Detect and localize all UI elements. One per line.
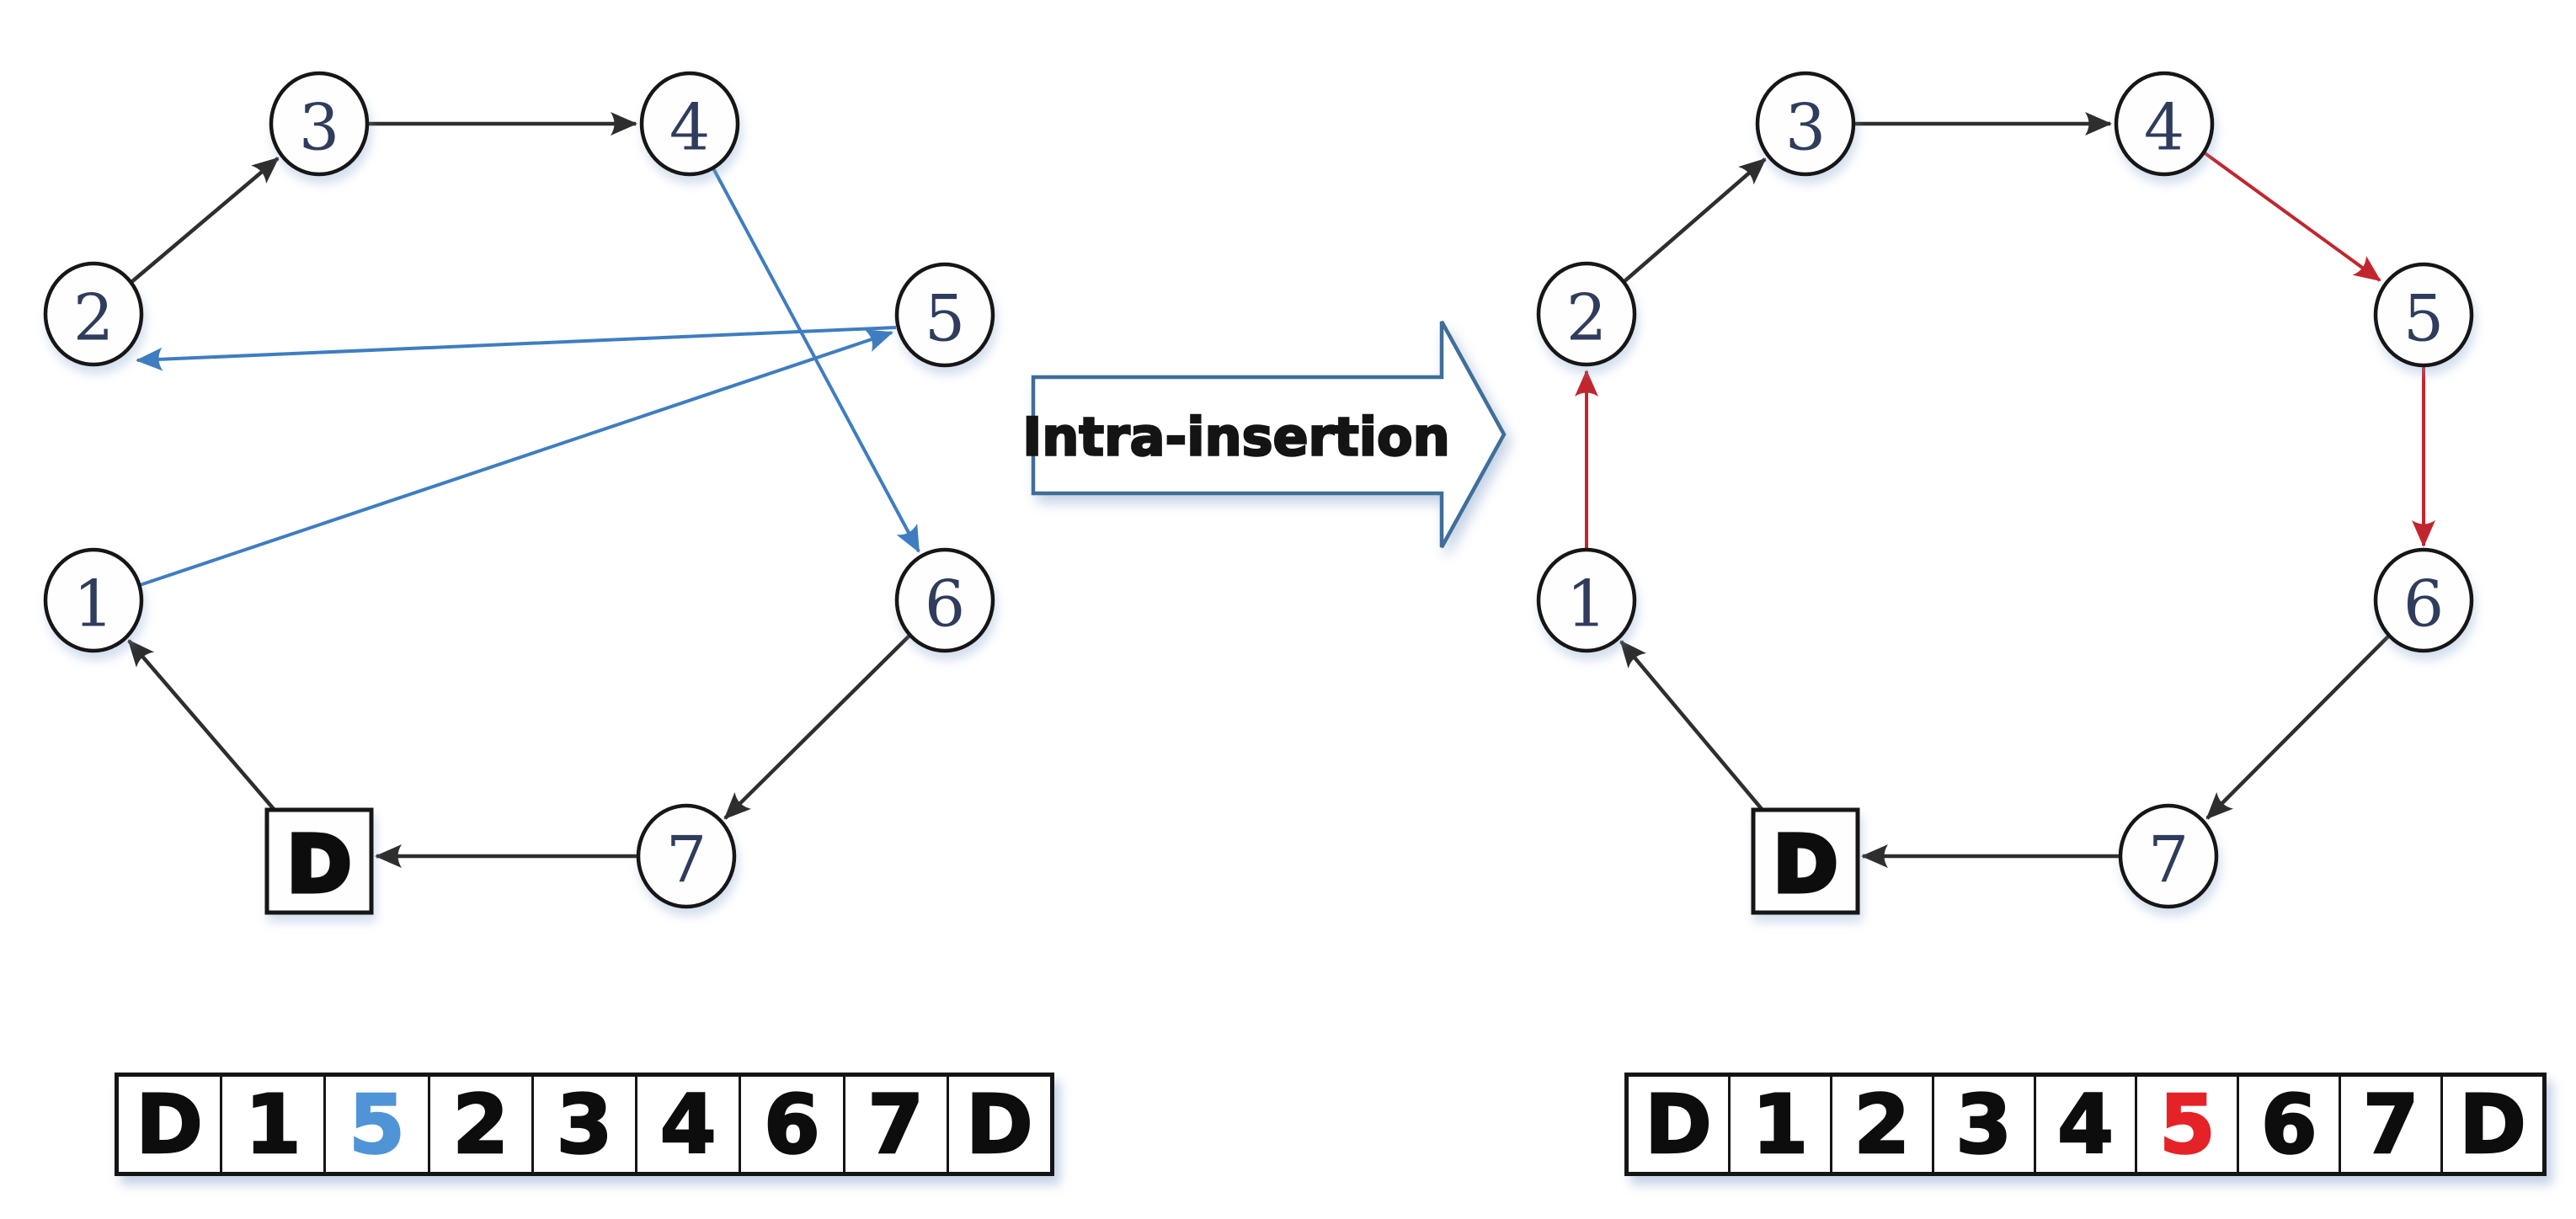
sequence-cell-4: 4 (2036, 1076, 2138, 1173)
node-number-label: 1 (1566, 567, 1607, 641)
node-number-label: 4 (2144, 90, 2184, 165)
edge-6-to-7-black (723, 633, 912, 820)
node-number-label: 2 (73, 280, 114, 355)
sequence-cell-5: 5 (2137, 1076, 2240, 1173)
sequence-cell-D: D (1629, 1076, 1731, 1173)
right-route-graph: 1 2 3 4 5 6 7 D (1536, 71, 2474, 915)
node-circle (269, 71, 370, 177)
node-circle (1755, 71, 1856, 177)
node-number-label: 5 (925, 281, 965, 356)
sequence-cell-3: 3 (1934, 1076, 2036, 1173)
edge-4-to-6-blue (711, 166, 920, 553)
intra-insertion-arrow: Intra-insertion (1021, 320, 1507, 549)
node-circle (894, 547, 995, 653)
node-number-label: 6 (2403, 567, 2444, 641)
edge-D-to-1-black (127, 639, 275, 811)
depot-box (1751, 807, 1860, 915)
node-number-label: 4 (669, 90, 710, 165)
sequence-cell-4: 4 (637, 1076, 742, 1173)
node-circle (1536, 261, 1637, 367)
node-number-label: 3 (299, 90, 339, 165)
edge-6-to-7-black (2205, 633, 2392, 820)
sequence-cell-D: D (2458, 1076, 2527, 1173)
node-number-label: 7 (666, 822, 707, 897)
node-D: D (264, 807, 374, 915)
left-route-graph: 1 2 3 4 5 6 7 D (43, 71, 995, 915)
node-3: 3 (1755, 71, 1856, 177)
sequence-cell-2: 2 (1832, 1076, 1934, 1173)
node-number-label: 2 (1566, 280, 1607, 355)
node-6: 6 (2373, 547, 2474, 653)
node-circle (2373, 547, 2474, 653)
node-circle (2373, 262, 2474, 368)
node-number-label: 1 (73, 567, 114, 641)
sequence-cell-7: 7 (2341, 1076, 2444, 1173)
node-2: 2 (43, 261, 144, 367)
node-circle (2114, 71, 2215, 177)
edge-2-to-3-black (1622, 157, 1767, 284)
sequence-cell-1: 1 (1731, 1076, 1832, 1173)
intra-insertion-label: Intra-insertion (1022, 407, 1450, 468)
block-arrow-shape (1031, 320, 1507, 549)
node-circle (1536, 547, 1637, 653)
node-7: 7 (2118, 803, 2219, 909)
node-number-label: 6 (925, 567, 965, 641)
edge-D-to-1-black (1619, 640, 1763, 811)
depot-box (264, 807, 374, 915)
node-circle (636, 803, 737, 909)
node-1: 1 (43, 547, 144, 653)
depot-label: D (1773, 820, 1837, 910)
node-D: D (1751, 807, 1860, 915)
node-number-label: 7 (2148, 822, 2189, 897)
node-1: 1 (1536, 547, 1637, 653)
node-circle (894, 262, 995, 368)
depot-label: D (287, 820, 351, 910)
node-4: 4 (2114, 71, 2215, 177)
node-3: 3 (269, 71, 370, 177)
node-5: 5 (2373, 262, 2474, 368)
sequence-cell-D: D (965, 1076, 1034, 1173)
node-7: 7 (636, 803, 737, 909)
node-6: 6 (894, 547, 995, 653)
sequence-cell-7: 7 (845, 1076, 949, 1173)
sequence-cell-6: 6 (2239, 1076, 2342, 1173)
node-4: 4 (639, 71, 740, 177)
node-circle (2118, 803, 2219, 909)
node-2: 2 (1536, 261, 1637, 367)
sequence-cell-5: 5 (326, 1076, 430, 1173)
node-number-label: 3 (1785, 90, 1826, 165)
edge-2-to-3-black (129, 157, 280, 285)
node-5: 5 (894, 262, 995, 368)
edge-5-to-2-blue (136, 326, 897, 371)
sequence-cell-3: 3 (534, 1076, 638, 1173)
node-number-label: 5 (2403, 281, 2444, 356)
edge-4-to-5-red (2202, 151, 2381, 282)
sequence-cell-D: D (119, 1076, 223, 1173)
node-circle (639, 71, 740, 177)
edge-1-to-5-blue (139, 329, 893, 587)
sequence-cell-6: 6 (741, 1076, 845, 1173)
sequence-cell-2: 2 (430, 1076, 534, 1173)
sequence-cell-1: 1 (222, 1076, 327, 1173)
node-circle (43, 547, 144, 653)
node-circle (43, 261, 144, 367)
